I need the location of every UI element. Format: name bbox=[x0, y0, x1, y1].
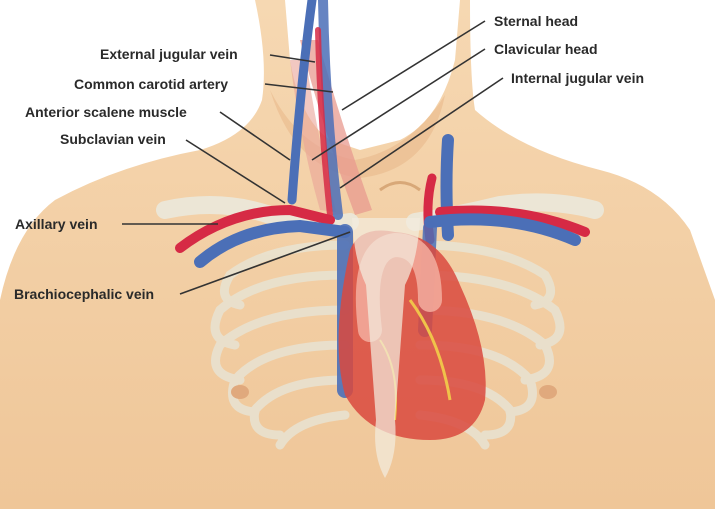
label-external-jugular-vein: External jugular vein bbox=[100, 46, 238, 62]
label-sternal-head: Sternal head bbox=[494, 13, 578, 29]
label-subclavian-vein: Subclavian vein bbox=[60, 131, 166, 147]
right-nipple bbox=[539, 385, 557, 399]
label-anterior-scalene-muscle: Anterior scalene muscle bbox=[25, 104, 187, 120]
label-clavicular-head: Clavicular head bbox=[494, 41, 598, 57]
left-nipple bbox=[231, 385, 249, 399]
label-brachiocephalic-vein: Brachiocephalic vein bbox=[14, 286, 154, 302]
label-axillary-vein: Axillary vein bbox=[15, 216, 98, 232]
label-common-carotid-artery: Common carotid artery bbox=[74, 76, 228, 92]
label-internal-jugular-vein: Internal jugular vein bbox=[511, 70, 644, 86]
